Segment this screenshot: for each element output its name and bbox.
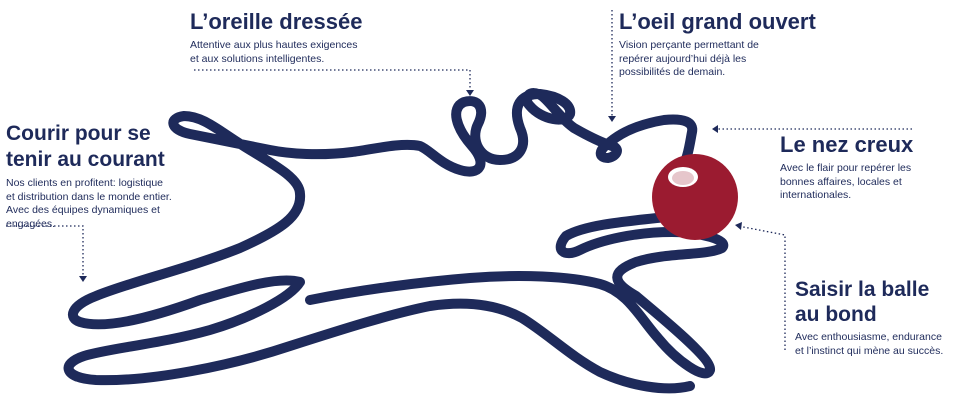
desc-oreille-line: et aux solutions intelligentes. — [190, 52, 325, 65]
desc-saisir-line: Avec enthousiasme, endurance — [795, 331, 942, 343]
title-saisir: Saisir la balle au bond — [795, 277, 955, 327]
ball-body — [652, 154, 738, 240]
title-saisir-line: Saisir la balle — [795, 278, 930, 301]
desc-nez: Avec le flair pour repérer les bonnes af… — [780, 162, 940, 203]
desc-courir-line: engagées. — [6, 217, 56, 230]
desc-nez-line: Avec le flair pour repérer les — [780, 162, 912, 174]
red-ball — [652, 154, 738, 240]
pointer-courir — [6, 225, 84, 278]
desc-courir: Nos clients en profitent: logistique et … — [6, 177, 206, 231]
title-courir-line: tenir au courant — [6, 148, 165, 171]
callout-oeil: L’oeil grand ouvert Vision perçante perm… — [619, 9, 849, 80]
desc-oeil-line: repérer aujourd’hui déjà les — [619, 52, 747, 65]
pointer-lines — [6, 10, 912, 350]
arrow-saisir — [735, 222, 742, 230]
title-oreille: L’oreille dressée — [190, 9, 363, 34]
desc-courir-line: Avec des équipes dynamiques et — [6, 204, 160, 216]
ball-highlight-inner — [672, 171, 694, 185]
desc-saisir-line: et l’instinct qui mène au succès. — [795, 344, 944, 357]
arrow-oreille — [466, 90, 474, 96]
arrow-nez — [712, 125, 718, 133]
desc-nez-line: internationales. — [780, 189, 852, 201]
desc-oeil-line: Vision perçante permettant de — [619, 39, 759, 51]
title-saisir-line: au bond — [795, 303, 877, 326]
title-courir-line: Courir pour se — [6, 122, 151, 145]
desc-oreille-line: Attentive aux plus hautes exigences — [190, 39, 358, 51]
title-nez: Le nez creux — [780, 132, 914, 157]
callout-nez: Le nez creux Avec le flair pour repérer … — [780, 132, 950, 203]
title-courir: Courir pour se tenir au courant — [6, 121, 206, 173]
callout-courir: Courir pour se tenir au courant Nos clie… — [6, 121, 206, 231]
desc-nez-line: bonnes affaires, locales et — [780, 175, 902, 188]
desc-courir-line: et distribution dans le monde entier. — [6, 190, 172, 203]
ball-highlight — [668, 167, 698, 187]
desc-oeil: Vision perçante permettant de repérer au… — [619, 39, 849, 80]
callout-oreille: L’oreille dressée Attentive aux plus hau… — [190, 9, 420, 66]
desc-saisir: Avec enthousiasme, endurance et l’instin… — [795, 331, 955, 358]
pointer-oreille — [194, 69, 471, 92]
arrow-oeil — [608, 116, 616, 122]
desc-oeil-line: possibilités de demain. — [619, 66, 726, 78]
title-oeil: L’oeil grand ouvert — [619, 9, 816, 34]
desc-oreille: Attentive aux plus hautes exigences et a… — [190, 39, 420, 66]
desc-courir-line: Nos clients en profitent: logistique — [6, 177, 164, 189]
pointer-arrows — [79, 90, 742, 282]
pointer-saisir — [737, 225, 786, 350]
arrow-courir — [79, 276, 87, 282]
callout-saisir: Saisir la balle au bond Avec enthousiasm… — [795, 277, 955, 358]
